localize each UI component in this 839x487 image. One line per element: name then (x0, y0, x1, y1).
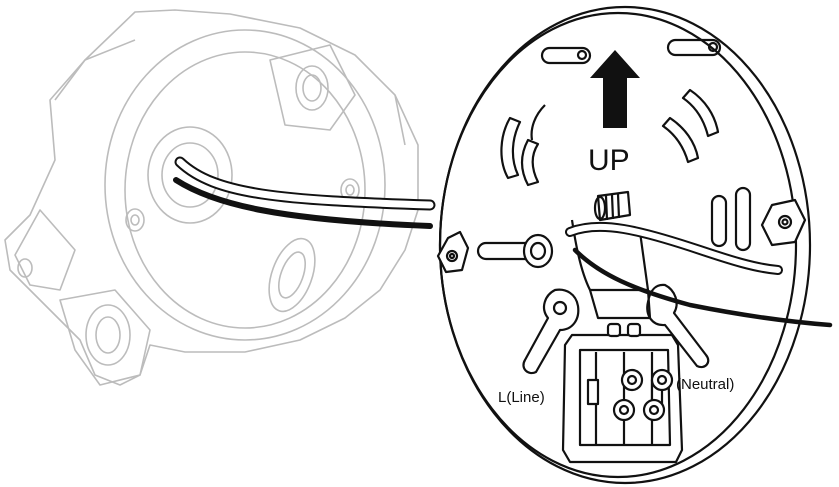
terminal-block (561, 322, 684, 464)
arrow-up-icon (590, 50, 640, 128)
plate-wires (565, 221, 833, 328)
supply-wires (173, 156, 436, 229)
up-arrow (590, 50, 640, 128)
up-label: UP (588, 144, 630, 177)
line-terminal-label: L(Line) (498, 389, 545, 406)
mounting-plate (436, 5, 812, 485)
neutral-terminal-label: (Neutral) (676, 376, 734, 393)
